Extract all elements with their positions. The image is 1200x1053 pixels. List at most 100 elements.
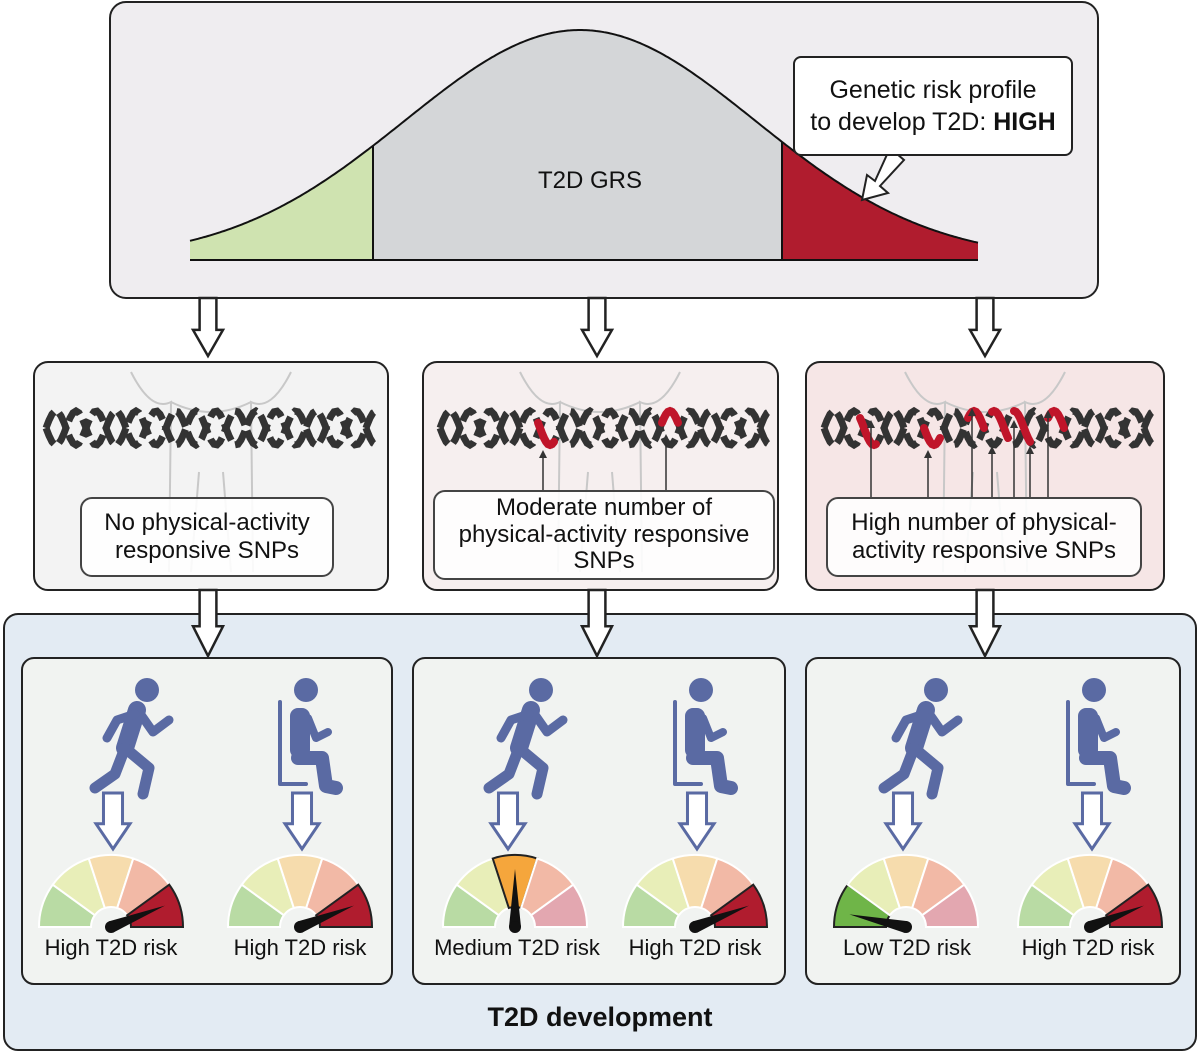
runner-head [529,678,553,702]
snp-label-2: Moderate number of physical-activity res… [433,490,775,580]
runner-front-leg [908,742,944,800]
genetic-risk-callout: Genetic risk profile to develop T2D: HIG… [793,56,1073,156]
dna-strand-1 [820,406,1156,450]
dna-strand-panel-2 [436,406,772,490]
callout-prefix: to develop T2D: [810,108,994,136]
curve-high-tail [782,141,978,260]
body-neck-line [944,401,1026,413]
body-right-line [1023,371,1066,573]
curve-outline [189,29,979,244]
snp-highlight-1 [534,418,558,450]
dna-strand-panel-3 [820,406,1156,497]
snp-arrowhead-7 [1044,410,1052,418]
gauge-hub [105,921,117,933]
risk-label-1b: High T2D risk [233,935,367,960]
gauge-needle [692,905,749,933]
risk-gauge-4 [621,854,769,933]
sitter-head [689,678,713,702]
dna-strand-1 [436,406,772,450]
snp-label-2-line-2: physical-activity responsive [458,520,750,548]
dna-strands [42,406,1156,497]
body-neck-line [559,401,641,413]
snp-arrowhead-1 [867,420,875,428]
body-left-line [519,371,562,573]
runner-back-leg [89,742,131,794]
sitting-person-icon-1 [278,678,343,795]
gauge-hub [509,921,521,933]
snp-highlight-2 [658,406,682,427]
sitter-head [1082,678,1106,702]
risk-gauge-6 [1016,854,1164,933]
sitter-head [294,678,318,702]
snp-label-1-line-1: No physical-activity [104,509,310,537]
running-person-icon-3 [878,678,963,800]
snp-label-2-line-3: SNPs [573,547,635,575]
snp-highlight-1 [856,414,880,450]
sitter-arm [699,714,727,742]
risk-label-2b: High T2D risk [628,935,762,960]
dna-strand-2 [42,406,378,450]
snp-highlight-4 [988,406,1012,442]
risk-gauge-5 [832,854,980,933]
snp-arrowhead-4 [988,446,996,454]
snp-arrowhead-5 [1010,420,1018,428]
risk-gauge-2 [226,854,374,933]
callout-line-1: Genetic risk profile [829,75,1037,104]
callout-line-2: to develop T2D: HIGH [810,106,1055,139]
risk-gauge-3 [441,854,589,933]
gauge-hub [294,921,306,933]
gauge-needle [509,869,521,927]
chair-back [673,700,703,786]
risk-label-1a: High T2D risk [44,935,178,960]
risk-label-2a: Medium T2D risk [434,935,600,960]
runner-back-arm [891,709,929,743]
gauge-hub [689,921,701,933]
snp-arrowhead-3 [968,408,976,416]
runner-head [924,678,948,702]
small-arrow-2 [282,791,322,852]
snp-label-1-line-2: responsive SNPs [114,537,300,564]
curve-mid-region [373,30,782,260]
small-arrow-1 [93,791,133,852]
gauge-needle [849,914,908,933]
down-arrow-mid-2 [579,588,615,659]
sitter-legs [686,751,738,795]
arrows-row-1 [190,296,1003,359]
sitter-legs [291,751,343,795]
down-arrow-top-3 [967,296,1003,359]
person-icons [89,678,1131,800]
down-arrow-top-2 [579,296,615,359]
snp-arrowhead-2 [924,450,932,458]
chair-back [278,700,308,786]
risk-label-3a: Low T2D risk [843,935,971,960]
risk-gauges [37,854,1164,933]
curve-low-tail [190,145,373,260]
down-arrow-top-1 [190,296,226,359]
runner-front-arm [528,707,568,737]
gauge-hub [900,921,912,933]
small-arrow-4 [677,791,717,852]
sitter-legs [1079,751,1131,795]
gauge-needle [108,905,165,933]
arrows-row-2 [93,588,1112,852]
snp-label-2-line-1: Moderate number of [495,493,713,521]
small-arrow-6 [1072,791,1112,852]
snp-label-3: High number of physical- activity respon… [826,497,1142,577]
runner-front-leg [513,742,549,800]
snp-label-3-line-2: activity responsive SNPs [851,537,1117,564]
snp-arrowhead-2 [662,434,670,442]
runner-head [135,678,159,702]
dna-strand-2 [436,406,772,450]
body-right-line [249,371,292,573]
running-person-icon-2 [483,678,568,800]
gauge-segment-5 [920,883,980,928]
runner-back-arm [102,709,140,743]
snp-label-3-line-1: High number of physical- [851,509,1117,537]
snp-highlight-6 [1044,406,1068,432]
risk-gauge-1 [37,854,185,933]
sitter-arm [1092,714,1120,742]
snp-label-1: No physical-activity responsive SNPs [80,497,334,577]
sitting-person-icon-3 [1066,678,1131,795]
down-arrow-mid-3 [967,588,1003,659]
